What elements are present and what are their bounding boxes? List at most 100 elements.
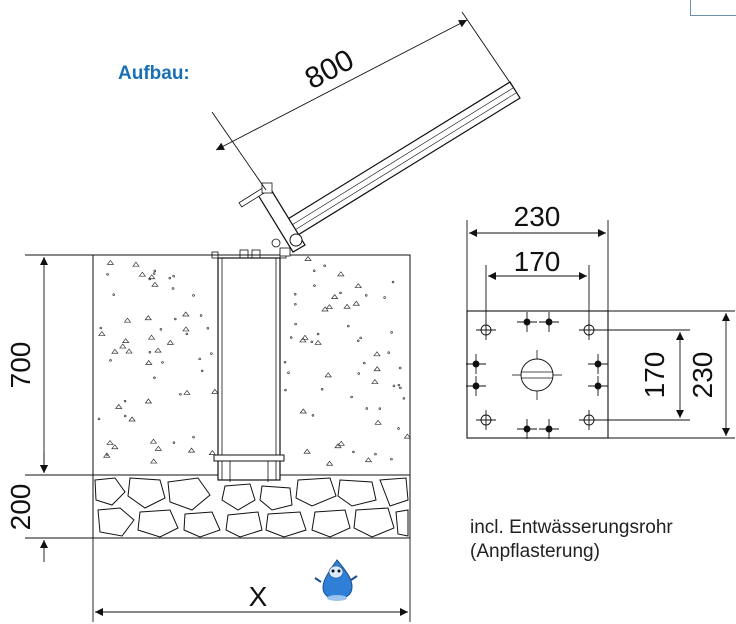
concrete-speck bbox=[316, 332, 320, 336]
dimension-plate-width bbox=[466, 220, 609, 330]
concrete-speck bbox=[304, 256, 312, 261]
dim-label-concrete-depth: 700 bbox=[5, 342, 36, 389]
concrete-speck bbox=[182, 311, 190, 317]
concrete-speck bbox=[210, 352, 213, 355]
concrete-speck bbox=[123, 399, 127, 403]
concrete-speck bbox=[98, 330, 106, 336]
concrete-speck bbox=[339, 291, 342, 295]
concrete-speck bbox=[112, 293, 115, 296]
concrete-speck bbox=[399, 386, 402, 390]
corner-frame bbox=[690, 0, 736, 16]
concrete-speck bbox=[206, 326, 210, 330]
concrete-speck bbox=[397, 427, 400, 430]
dim-label-plate-hole-height: 170 bbox=[639, 352, 670, 399]
concrete-speck bbox=[301, 334, 309, 340]
concrete-speck bbox=[179, 392, 182, 396]
concrete-speck bbox=[200, 369, 204, 373]
concrete-speck bbox=[149, 438, 158, 444]
concrete-speck bbox=[312, 269, 316, 272]
concrete-speck bbox=[352, 300, 361, 306]
concrete-speck bbox=[152, 272, 156, 275]
concrete-speck bbox=[321, 306, 329, 312]
water-drop-mascot-icon bbox=[314, 559, 358, 601]
concrete-speck bbox=[111, 348, 119, 354]
concrete-speck bbox=[123, 414, 127, 418]
concrete-speck bbox=[323, 264, 326, 268]
concrete-speck bbox=[313, 284, 316, 287]
concrete-speck bbox=[192, 294, 195, 297]
section-heading: Aufbau: bbox=[118, 63, 190, 84]
dim-label-pole-length: 800 bbox=[300, 43, 360, 96]
gravel-texture bbox=[94, 477, 409, 538]
concrete-speck bbox=[347, 324, 350, 328]
concrete-speck bbox=[365, 407, 369, 410]
concrete-speck bbox=[151, 281, 159, 287]
concrete-speck bbox=[115, 403, 123, 409]
concrete-speck bbox=[391, 280, 395, 284]
concrete-speck bbox=[299, 408, 307, 414]
concrete-speck bbox=[334, 443, 342, 449]
dim-label-plate-outer-height: 230 bbox=[687, 352, 718, 399]
concrete-speck bbox=[125, 348, 133, 354]
concrete-speck bbox=[97, 417, 101, 421]
base-plate-top-view bbox=[466, 310, 609, 439]
concrete-speck bbox=[294, 322, 297, 326]
concrete-speck bbox=[171, 287, 175, 290]
concrete-speck bbox=[390, 457, 393, 461]
concrete-speck bbox=[138, 271, 147, 277]
concrete-speck bbox=[185, 332, 189, 336]
concrete-speck bbox=[147, 334, 156, 340]
concrete-speck bbox=[289, 336, 293, 339]
concrete-speck bbox=[359, 336, 362, 340]
concrete-speck bbox=[211, 388, 219, 394]
concrete-speck bbox=[148, 351, 152, 354]
concrete-speck bbox=[109, 359, 112, 362]
concrete-speck bbox=[356, 339, 360, 342]
concrete-speck bbox=[150, 458, 158, 464]
concrete-speck bbox=[354, 283, 362, 289]
gravel-layer bbox=[92, 474, 411, 539]
concrete-speck bbox=[153, 269, 157, 273]
concrete-speck bbox=[374, 452, 377, 456]
foundation-section bbox=[92, 249, 411, 539]
concrete-speck bbox=[144, 398, 153, 404]
concrete-speck bbox=[398, 366, 402, 370]
concrete-speck bbox=[293, 293, 297, 296]
concrete-speck bbox=[166, 339, 175, 345]
concrete-speck bbox=[183, 389, 191, 395]
concrete-speck bbox=[172, 274, 175, 278]
concrete-speck bbox=[350, 395, 353, 399]
concrete-speck bbox=[364, 294, 368, 297]
drainage-note-line2: (Anpflasterung) bbox=[470, 541, 600, 562]
concrete-speck bbox=[119, 343, 127, 349]
dimension-pole-length bbox=[211, 11, 516, 191]
concrete-speck bbox=[106, 439, 114, 445]
dim-label-foundation-width: X bbox=[249, 581, 268, 612]
concrete-speck bbox=[397, 383, 401, 387]
concrete-speck bbox=[208, 450, 217, 455]
concrete-speck bbox=[403, 433, 412, 439]
concrete-speck bbox=[182, 326, 190, 332]
concrete-speck bbox=[154, 347, 162, 353]
concrete-speck bbox=[111, 444, 119, 450]
concrete-speck bbox=[132, 261, 140, 267]
concrete-speck bbox=[187, 447, 196, 453]
dim-label-plate-outer-width: 230 bbox=[514, 201, 561, 232]
concrete-speck bbox=[144, 315, 152, 321]
concrete-speck bbox=[325, 460, 334, 466]
concrete-speck bbox=[390, 331, 393, 334]
concrete-speck bbox=[392, 384, 396, 388]
concrete-speck bbox=[159, 328, 163, 331]
dimension-plate-height bbox=[590, 310, 735, 439]
concrete-speck bbox=[123, 317, 132, 323]
concrete-speck bbox=[352, 450, 355, 454]
concrete-speck bbox=[387, 351, 390, 354]
concrete-speck bbox=[357, 372, 360, 375]
concrete-speck bbox=[122, 338, 130, 343]
concrete-speck bbox=[294, 302, 297, 306]
drainage-note-line1: incl. Entwässerungsrohr bbox=[470, 517, 673, 538]
concrete-speck bbox=[198, 357, 201, 361]
concrete-speck bbox=[148, 274, 156, 280]
concrete-speck bbox=[337, 440, 345, 446]
